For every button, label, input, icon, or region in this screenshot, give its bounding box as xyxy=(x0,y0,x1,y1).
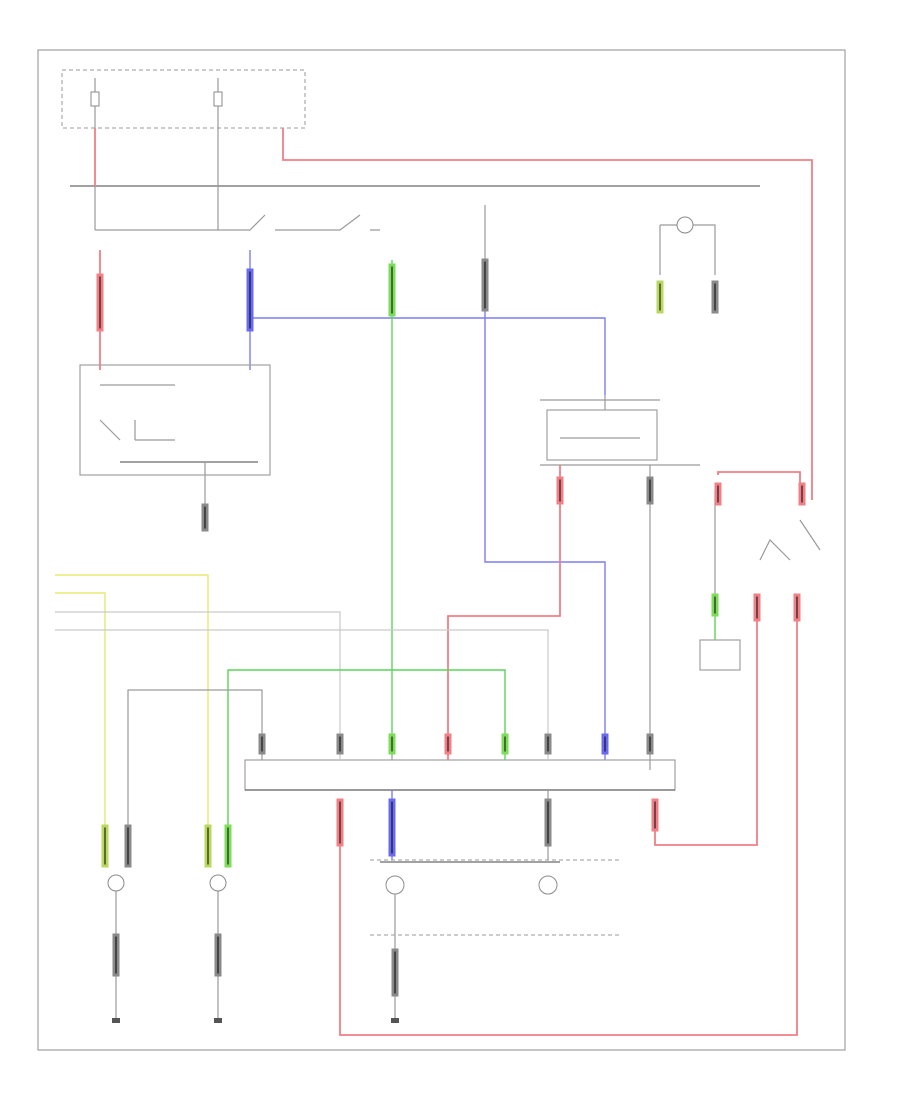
blue-wire-lower xyxy=(484,280,606,760)
yellow-wire-1 xyxy=(55,574,209,850)
ground-symbol-left-1 xyxy=(112,1018,120,1023)
ground-symbol-left-2 xyxy=(214,1018,222,1023)
fuse-box xyxy=(61,69,306,129)
indicator-lamp-top xyxy=(656,216,719,314)
flasher-relay xyxy=(79,250,271,530)
red-wire-right-lower xyxy=(654,600,758,846)
turn-lamps-left xyxy=(101,824,232,1023)
ground-symbol-center xyxy=(391,1018,399,1023)
green-wire-horizontal xyxy=(227,669,506,850)
red-wire-return xyxy=(339,600,798,1036)
hazard-switch xyxy=(540,399,700,466)
connector-row xyxy=(244,759,676,791)
instrument-cluster xyxy=(370,859,620,936)
diagram-border xyxy=(37,49,846,1051)
connector-pins xyxy=(258,733,654,755)
red-wire-main xyxy=(282,128,813,500)
red-wire-switch xyxy=(447,465,561,750)
blue-wire-upper xyxy=(250,317,606,395)
